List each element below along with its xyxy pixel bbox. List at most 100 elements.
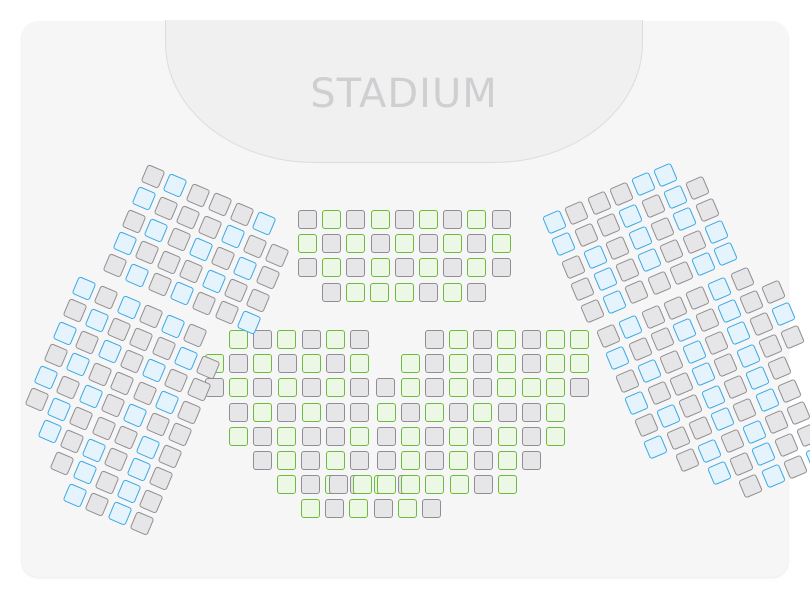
seat-unavailable[interactable] <box>573 222 599 248</box>
seat-unavailable[interactable] <box>394 210 414 229</box>
seat-unavailable[interactable] <box>650 326 675 352</box>
seat-premium[interactable] <box>656 403 682 429</box>
seat-available[interactable] <box>370 210 390 229</box>
seat-unavailable[interactable] <box>773 432 799 458</box>
seat-unavailable[interactable] <box>207 192 233 218</box>
seat-unavailable[interactable] <box>191 290 217 316</box>
seat-premium[interactable] <box>700 384 726 410</box>
seat-unavailable[interactable] <box>681 229 707 255</box>
seat-premium[interactable] <box>131 186 157 212</box>
seat-premium[interactable] <box>583 244 609 270</box>
seat-unavailable[interactable] <box>350 378 370 398</box>
seat-unavailable[interactable] <box>328 475 348 495</box>
seat-premium[interactable] <box>160 313 186 339</box>
seat-unavailable[interactable] <box>443 210 463 229</box>
seat-unavailable[interactable] <box>156 249 182 275</box>
seat-unavailable[interactable] <box>685 285 711 311</box>
seat-available[interactable] <box>394 234 414 254</box>
seat-premium[interactable] <box>691 362 717 387</box>
seat-unavailable[interactable] <box>640 304 666 330</box>
seat-unavailable[interactable] <box>764 409 790 435</box>
seat-available[interactable] <box>370 282 390 302</box>
seat-premium[interactable] <box>770 301 796 327</box>
seat-unavailable[interactable] <box>668 371 694 397</box>
seat-unavailable[interactable] <box>325 402 345 422</box>
seat-unavailable[interactable] <box>473 378 493 398</box>
seat-premium[interactable] <box>251 211 277 237</box>
seat-unavailable[interactable] <box>106 317 132 343</box>
seat-premium[interactable] <box>107 501 133 527</box>
seat-unavailable[interactable] <box>49 450 75 476</box>
seat-unavailable[interactable] <box>422 499 441 519</box>
seat-available[interactable] <box>277 378 297 398</box>
seat-unavailable[interactable] <box>605 235 631 261</box>
seat-unavailable[interactable] <box>659 349 685 375</box>
seat-premium[interactable] <box>592 266 618 292</box>
seat-unavailable[interactable] <box>665 425 691 451</box>
seat-available[interactable] <box>443 282 462 302</box>
seat-unavailable[interactable] <box>668 260 694 286</box>
seat-available[interactable] <box>229 426 248 446</box>
seat-unavailable[interactable] <box>103 447 129 473</box>
seat-premium[interactable] <box>691 251 717 277</box>
seat-unavailable[interactable] <box>100 393 126 419</box>
seat-premium[interactable] <box>154 390 180 416</box>
seat-unavailable[interactable] <box>113 425 139 451</box>
seat-premium[interactable] <box>71 276 97 301</box>
seat-available[interactable] <box>397 499 417 519</box>
seat-unavailable[interactable] <box>719 428 745 454</box>
seat-available[interactable] <box>449 451 469 470</box>
seat-premium[interactable] <box>672 317 698 343</box>
seat-premium[interactable] <box>710 406 736 432</box>
seat-premium[interactable] <box>653 162 679 188</box>
seat-premium[interactable] <box>637 248 663 273</box>
seat-available[interactable] <box>326 378 345 398</box>
seat-unavailable[interactable] <box>370 234 390 254</box>
seat-unavailable[interactable] <box>467 234 487 254</box>
seat-premium[interactable] <box>637 358 663 384</box>
seat-unavailable[interactable] <box>425 426 444 446</box>
seat-unavailable[interactable] <box>373 499 393 519</box>
seat-available[interactable] <box>400 378 420 398</box>
seat-available[interactable] <box>449 426 469 446</box>
seat-available[interactable] <box>497 330 517 349</box>
seat-unavailable[interactable] <box>129 510 155 536</box>
seat-unavailable[interactable] <box>277 402 297 422</box>
seat-unavailable[interactable] <box>253 426 273 446</box>
seat-unavailable[interactable] <box>687 416 713 441</box>
seat-unavailable[interactable] <box>87 361 113 387</box>
seat-unavailable[interactable] <box>166 227 192 253</box>
seat-premium[interactable] <box>162 173 188 199</box>
seat-available[interactable] <box>253 402 273 422</box>
seat-available[interactable] <box>350 354 370 374</box>
seat-available[interactable] <box>449 354 468 374</box>
seat-unavailable[interactable] <box>570 276 596 302</box>
seat-unavailable[interactable] <box>758 333 783 359</box>
seat-available[interactable] <box>325 330 345 349</box>
seat-unavailable[interactable] <box>264 243 290 268</box>
seat-unavailable[interactable] <box>245 287 271 313</box>
seat-available[interactable] <box>425 475 445 495</box>
seat-unavailable[interactable] <box>94 469 120 495</box>
seat-premium[interactable] <box>201 268 227 294</box>
seat-unavailable[interactable] <box>570 378 589 398</box>
seat-unavailable[interactable] <box>608 181 634 207</box>
seat-unavailable[interactable] <box>521 354 541 374</box>
seat-unavailable[interactable] <box>164 367 189 393</box>
seat-unavailable[interactable] <box>473 354 493 374</box>
seat-unavailable[interactable] <box>229 354 249 374</box>
seat-premium[interactable] <box>643 434 669 460</box>
seat-available[interactable] <box>253 354 273 374</box>
seat-unavailable[interactable] <box>729 451 754 477</box>
seat-available[interactable] <box>521 378 541 398</box>
seat-unavailable[interactable] <box>722 374 748 400</box>
seat-unavailable[interactable] <box>182 323 208 349</box>
seat-premium[interactable] <box>125 262 150 288</box>
seat-unavailable[interactable] <box>68 406 94 432</box>
seat-available[interactable] <box>277 451 297 470</box>
seat-available[interactable] <box>277 426 297 446</box>
seat-premium[interactable] <box>745 365 771 391</box>
seat-unavailable[interactable] <box>157 444 183 470</box>
seat-unavailable[interactable] <box>783 454 808 480</box>
seat-premium[interactable] <box>141 358 167 384</box>
